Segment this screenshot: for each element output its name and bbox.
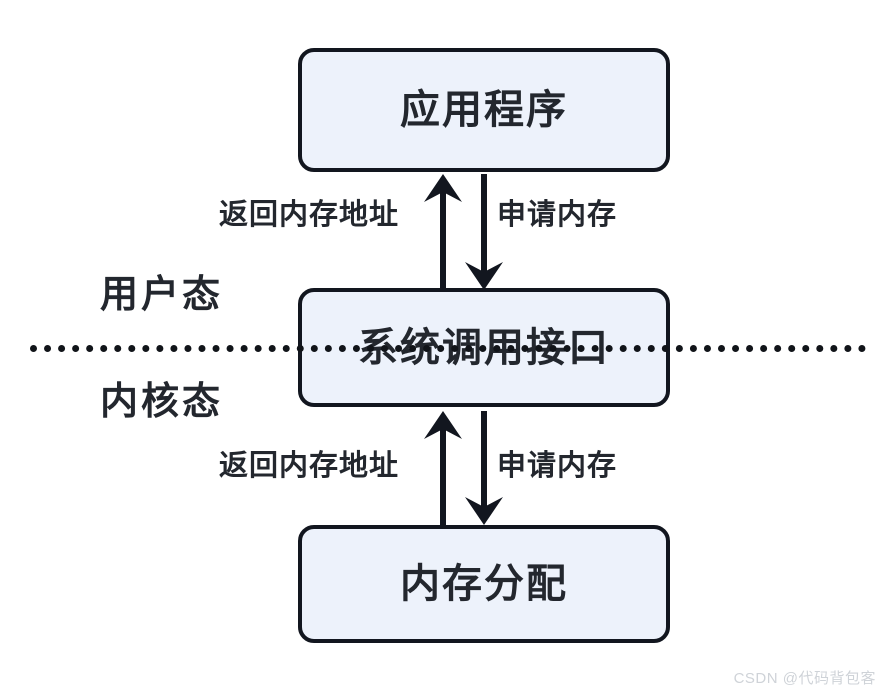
arrow-down-upper — [465, 174, 503, 290]
arrow-up-lower — [424, 411, 462, 525]
node-memory-allocation[interactable]: 内存分配 — [298, 525, 670, 643]
node-application[interactable]: 应用程序 — [298, 48, 670, 172]
csdn-watermark: CSDN @代码背包客 — [733, 670, 876, 687]
node-memory-allocation-label: 内存分配 — [400, 562, 568, 606]
label-upper-request-memory: 申请内存 — [497, 199, 618, 231]
user-kernel-divider-line — [30, 345, 866, 352]
arrow-up-upper — [424, 174, 462, 290]
label-upper-return-address: 返回内存地址 — [219, 199, 400, 231]
label-lower-return-address: 返回内存地址 — [219, 450, 400, 482]
label-user-mode: 用户态 — [100, 274, 224, 316]
label-kernel-mode: 内核态 — [100, 381, 224, 423]
label-lower-request-memory: 申请内存 — [497, 450, 618, 482]
node-application-label: 应用程序 — [400, 88, 568, 132]
